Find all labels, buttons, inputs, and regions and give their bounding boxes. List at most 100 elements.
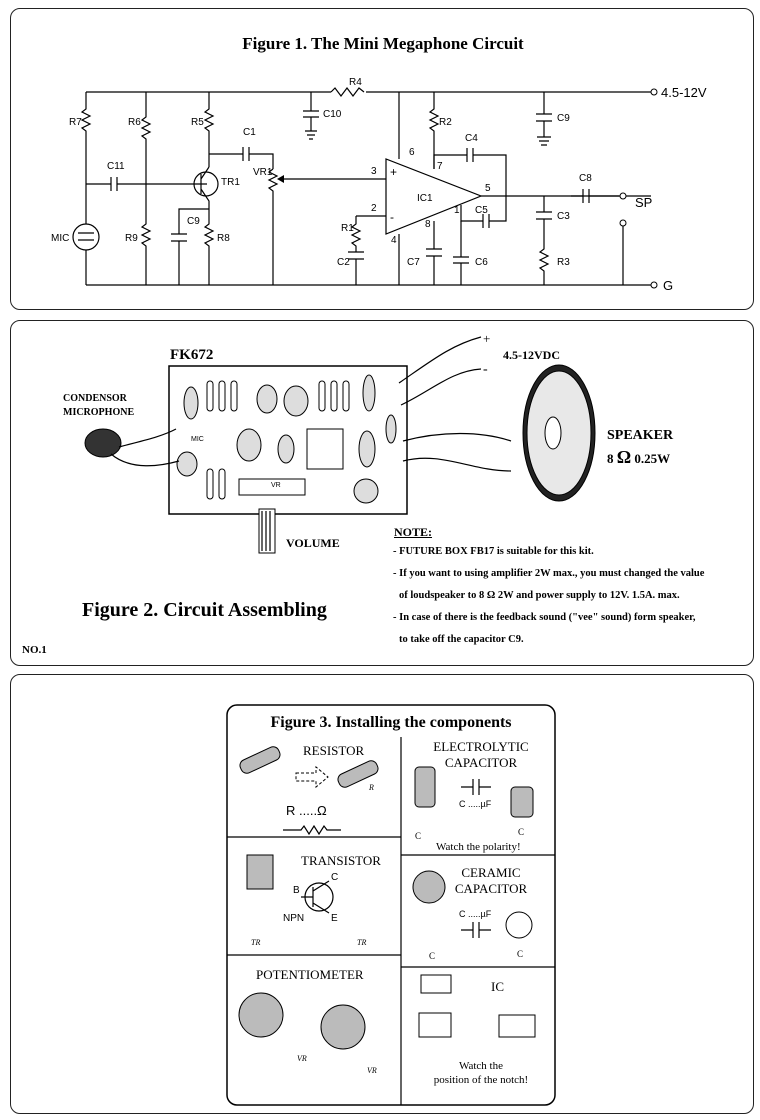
ceramic-drawing (412, 870, 446, 904)
r4-resistor (330, 87, 365, 97)
ceramic-value: C .....µF (459, 909, 492, 919)
electrolytic-c-letter-2: C (518, 827, 524, 837)
figure1-panel: Figure 1. The Mini Megaphone Circuit (10, 8, 754, 310)
electrolytic-c-letter: C (415, 831, 421, 841)
volume-knob-shaft (258, 508, 276, 554)
electrolytic-heading-1: ELECTROLYTIC (433, 739, 528, 754)
polarity-note: Watch the polarity! (436, 841, 521, 853)
note-title: NOTE: (394, 525, 433, 539)
sp-label: SP (635, 195, 652, 210)
ceramic-heading-2: CAPACITOR (455, 881, 528, 896)
ic-heading: IC (491, 979, 504, 994)
r4-label: R4 (349, 77, 362, 88)
r5-label: R5 (191, 117, 204, 128)
vr-body (238, 478, 306, 496)
pin4-label: 4 (391, 235, 397, 246)
potentiometer-heading: POTENTIOMETER (256, 967, 364, 982)
c9-left-label: C9 (187, 216, 200, 227)
board-name: FK672 (170, 347, 213, 363)
transistor-npn: NPN (283, 913, 304, 924)
mic-label-line1: CONDENSOR (63, 393, 128, 404)
ceramic-heading-1: CERAMIC (461, 865, 520, 880)
r7-label: R7 (69, 117, 82, 128)
pin8-label: 8 (425, 219, 431, 230)
tr1-label: TR1 (221, 177, 240, 188)
installation-guide: Figure 3. Installing the components RESI… (226, 704, 556, 1106)
speaker-spec: 8 Ω 0.25W (607, 447, 670, 467)
c4-label: C4 (465, 133, 478, 144)
g-label: G (663, 278, 673, 293)
c6-label: C6 (475, 257, 488, 268)
r9-label: R9 (125, 233, 138, 244)
electrolytic-heading-2: CAPACITOR (445, 755, 518, 770)
ic-plus-label: + (390, 165, 397, 179)
ic-chip (306, 428, 344, 470)
mic-label-line2: MICROPHONE (63, 407, 134, 418)
note-line-3: of loudspeaker to 8 Ω 2W and power suppl… (399, 590, 680, 601)
ceramic-c-letter-2: C (517, 949, 523, 959)
c9-right-label: C9 (557, 113, 570, 124)
pin7-label: 7 (437, 161, 443, 172)
transistor-c: C (331, 872, 338, 883)
figure3-title: Figure 3. Installing the components (270, 714, 511, 731)
transistor-heading: TRANSISTOR (301, 853, 381, 868)
figure2-panel: MIC VR FK672 CONDENSOR MICROPHONE + - 4.… (10, 320, 754, 666)
mic-symbol (72, 223, 100, 251)
transistor-b: B (293, 885, 300, 896)
note-line-1: - FUTURE BOX FB17 is suitable for this k… (393, 546, 594, 557)
r2-label: R2 (439, 117, 452, 128)
condenser-mic (84, 428, 122, 458)
r6-label: R6 (128, 117, 141, 128)
pin1-label: 1 (454, 205, 460, 216)
r8-label: R8 (217, 233, 230, 244)
speaker-label: SPEAKER (607, 428, 674, 443)
volume-label: VOLUME (286, 536, 340, 550)
supply-terminal (650, 88, 658, 96)
figure1-title: Figure 1. The Mini Megaphone Circuit (242, 34, 524, 53)
ground-terminal (650, 281, 658, 289)
note-line-4: - In case of there is the feedback sound… (393, 612, 696, 623)
r-letter: R (368, 783, 374, 792)
pcb-mic-label: MIC (191, 436, 204, 443)
transistor-drawing (246, 854, 274, 890)
assembly-drawing: MIC VR FK672 CONDENSOR MICROPHONE + - 4.… (22, 331, 674, 656)
r1-label: R1 (341, 223, 354, 234)
pot-vr-1: VR (297, 1054, 307, 1063)
c10-label: C10 (323, 109, 342, 120)
ceramic-c-letter: C (429, 951, 435, 961)
pin6-label: 6 (409, 147, 415, 158)
ic-drawing (420, 974, 452, 994)
c11-label: C11 (107, 161, 125, 172)
ic1-label: IC1 (417, 193, 433, 204)
transistor-e: E (331, 913, 338, 924)
transistor-tr-2: TR (357, 938, 366, 947)
ic1-symbol (385, 158, 483, 235)
plus-sign: + (483, 331, 490, 346)
c3-label: C3 (557, 211, 570, 222)
pin3-label: 3 (371, 166, 377, 177)
potentiometer-drawing (238, 992, 284, 1038)
r3-label: R3 (557, 257, 570, 268)
resistor-value: R .....Ω (286, 803, 327, 818)
figure2-title: Figure 2. Circuit Assembling (82, 599, 327, 621)
c7-label: C7 (407, 257, 420, 268)
c5-label: C5 (475, 205, 488, 216)
notch-note-2: position of the notch! (434, 1074, 528, 1086)
electrolytic-value: C .....µF (459, 799, 492, 809)
pcb-component (183, 386, 199, 420)
resistor-drawing (239, 746, 281, 774)
vr1-label: VR1 (253, 167, 273, 178)
electrolytic-drawing (414, 766, 436, 808)
pin2-label: 2 (371, 203, 377, 214)
minus-sign: - (483, 362, 488, 377)
page-number: NO.1 (22, 644, 47, 656)
pot-vr-2: VR (367, 1066, 377, 1075)
pcb-vr-label: VR (271, 482, 281, 489)
c8-label: C8 (579, 173, 592, 184)
ic-minus-label: - (390, 210, 394, 224)
supply-label: 4.5-12VDC (503, 348, 560, 362)
note-line-2: - If you want to using amplifier 2W max.… (393, 568, 705, 579)
note-line-5: to take off the capacitor C9. (399, 634, 524, 645)
c1-label: C1 (243, 127, 256, 138)
mic-label: MIC (51, 233, 69, 244)
